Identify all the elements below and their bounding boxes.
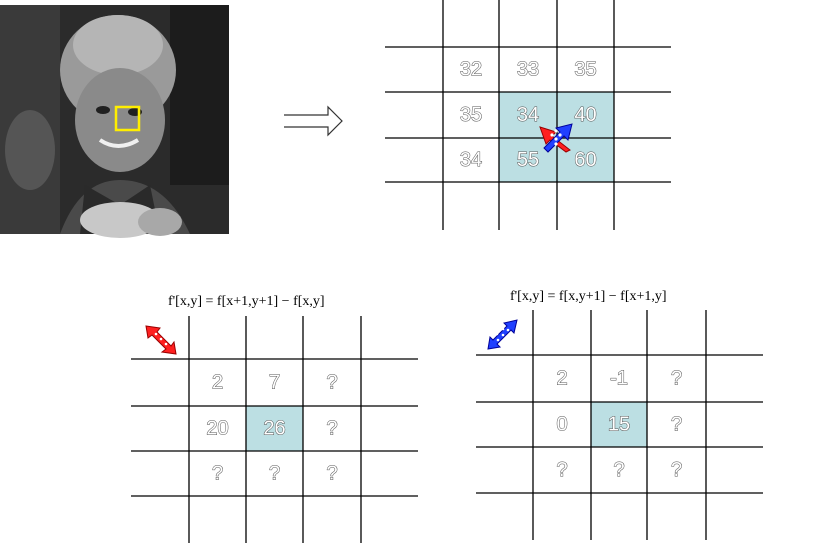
grid-cell-value: 7 xyxy=(269,372,280,394)
highlighted-cell xyxy=(557,138,614,182)
implies-arrow-icon xyxy=(284,105,343,137)
grid-cell-value: 2 xyxy=(212,372,223,394)
grid-cell-value: 0 xyxy=(556,414,567,436)
left-gradient-grid: 2 7? 20 26???? xyxy=(131,316,418,543)
grid-cell-value: 32 xyxy=(460,59,482,81)
grid-cell-value: 55 xyxy=(517,149,539,171)
grid-cell-value: ? xyxy=(326,372,337,394)
grid-cell-value: 33 xyxy=(517,59,539,81)
grid-cell-value: ? xyxy=(269,463,280,485)
grid-cell-value: ? xyxy=(671,414,682,436)
blue-diagonal-arrow-icon xyxy=(487,319,518,350)
right-gradient-grid: 2 -1? 0 15???? xyxy=(476,310,763,540)
grid-cell-value: ? xyxy=(556,459,567,481)
grid-cell-value: 40 xyxy=(574,104,596,126)
grid-cell-value: 15 xyxy=(608,414,630,436)
grid-cell-value: ? xyxy=(671,459,682,481)
grid-cell-value: ? xyxy=(613,459,624,481)
grid-cell-value: 2 xyxy=(556,368,567,390)
grid-cell-value: ? xyxy=(326,463,337,485)
grid-cell-value: -1 xyxy=(610,368,628,390)
highlighted-cell xyxy=(246,406,303,451)
red-diagonal-arrow-icon xyxy=(145,325,177,355)
grid-cell-value: 60 xyxy=(574,149,596,171)
grid-cell-value: ? xyxy=(326,418,337,440)
grid-cell-value: ? xyxy=(212,463,223,485)
grid-cell-value: 35 xyxy=(574,59,596,81)
cross-diagonal-arrows-icon xyxy=(539,123,573,153)
grid-cell-value: 35 xyxy=(460,104,482,126)
left-formula: f'[x,y] = f[x+1,y+1] − f[x,y] xyxy=(168,294,325,309)
grid-cell-value: ? xyxy=(671,368,682,390)
right-formula: f'[x,y] = f[x,y+1] − f[x+1,y] xyxy=(510,289,667,304)
selection-box xyxy=(114,105,141,132)
grid-cell-value: 20 xyxy=(206,418,228,440)
portrait-photo xyxy=(0,5,229,238)
highlighted-cell xyxy=(591,402,647,447)
grid-cell-value: 26 xyxy=(263,418,285,440)
grid-cell-value: 34 xyxy=(460,149,482,171)
top-pixel-grid: 32 33 35 35 34 40 34 55 60 xyxy=(385,0,671,230)
grid-cell-value: 34 xyxy=(517,104,539,126)
